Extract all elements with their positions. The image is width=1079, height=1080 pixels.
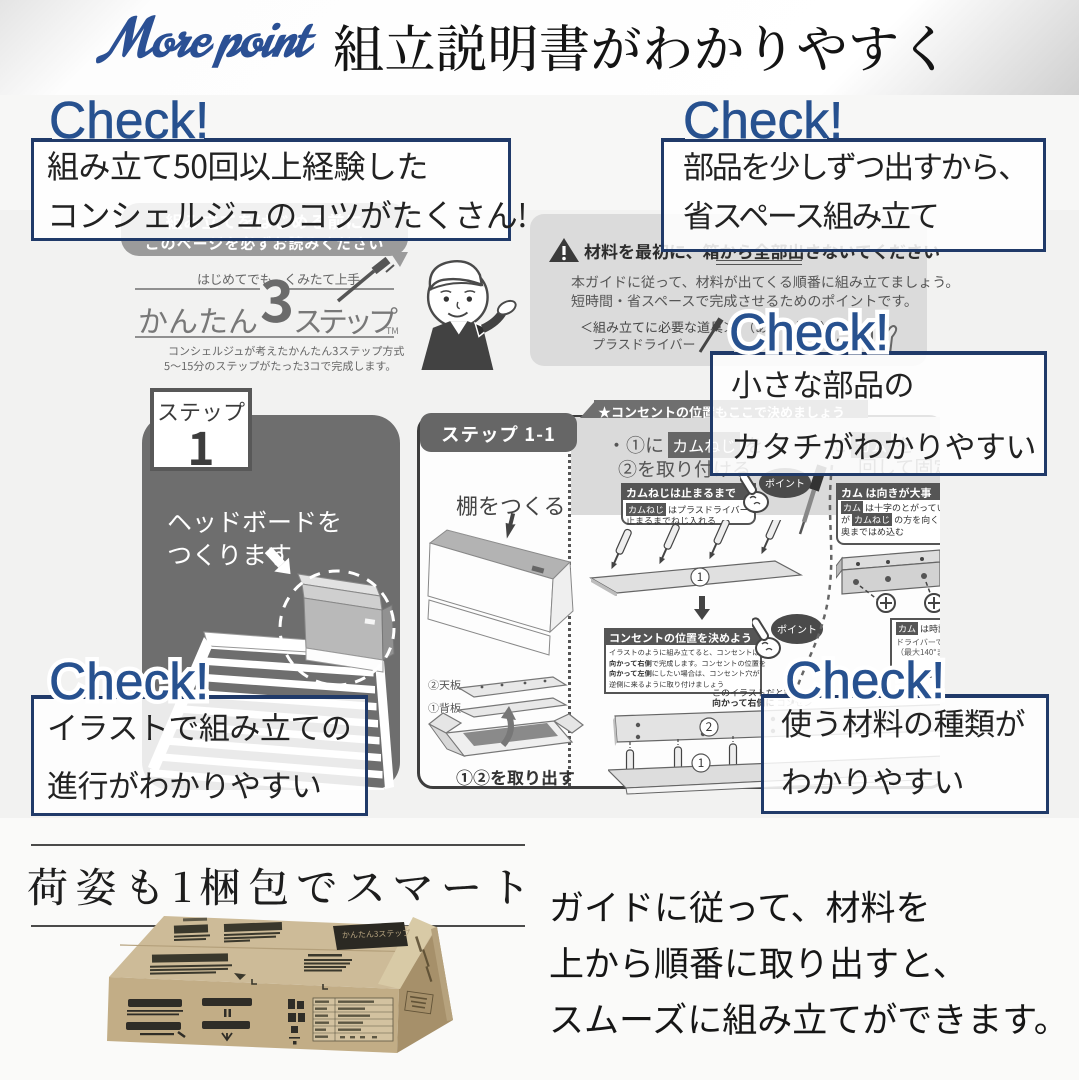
svg-text:1: 1 [698, 754, 705, 771]
svg-text:1: 1 [697, 568, 704, 585]
svg-text:ポイント: ポイント [777, 621, 817, 636]
svg-text:かんたん3ステップ: かんたん3ステップ [342, 928, 411, 941]
svg-text:ポイント: ポイント [765, 475, 805, 490]
svg-text:2: 2 [706, 718, 713, 735]
